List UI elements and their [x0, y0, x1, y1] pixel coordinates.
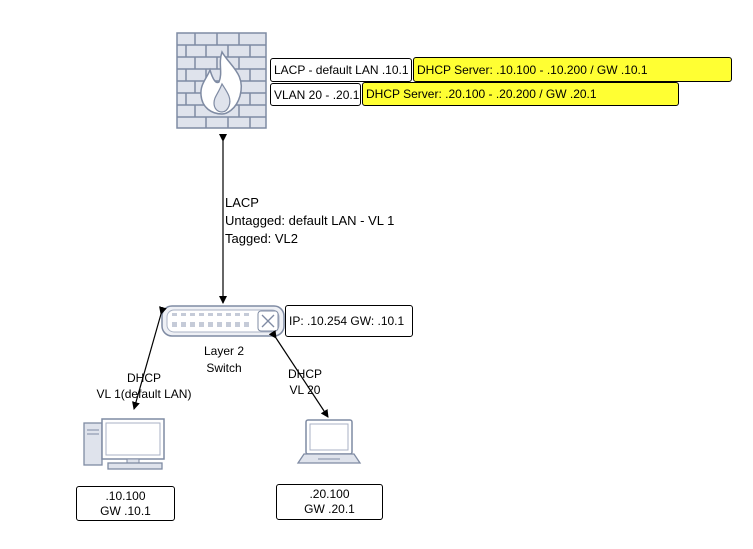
laptop-ip: .20.100 [309, 487, 350, 501]
firewall-icon[interactable] [176, 32, 267, 129]
firewall-lan-dhcp-info: DHCP Server: .10.100 - .10.200 / GW .10.… [413, 57, 732, 82]
switch-laptop-link[interactable] [268, 329, 329, 418]
desktop-ip: .10.100 [105, 488, 146, 503]
desktop-link-dhcp: DHCP [126, 371, 161, 385]
switch-desktop-link[interactable] [132, 306, 167, 410]
desktop-link-vlan: VL 1(default LAN) [96, 387, 192, 401]
laptop-link-vlan: VL 20 [289, 383, 321, 397]
switch-ip-info: IP: .10.254 GW: .10.1 [285, 305, 413, 337]
switch-label-line2: Switch [206, 361, 242, 375]
firewall-vlan-dhcp-info: DHCP Server: .20.100 - .20.200 / GW .20.… [362, 82, 679, 106]
laptop-gateway: GW .20.1 [304, 502, 355, 516]
laptop-icon[interactable] [296, 419, 362, 464]
desktop-gateway: GW .10.1 [100, 503, 151, 518]
desktop-address-box: .10.100 GW .10.1 [76, 486, 175, 521]
trunk-label-tagged: Tagged: VL2 [225, 231, 299, 246]
switch-label-line1: Layer 2 [203, 344, 245, 358]
trunk-label-untagged: Untagged: default LAN - VL 1 [225, 213, 395, 228]
laptop-link-dhcp: DHCP [287, 367, 322, 381]
firewall-vlan-info: VLAN 20 - .20.1 [270, 83, 361, 106]
trunk-label-lacp: LACP [225, 195, 259, 210]
laptop-address-box: .20.100 GW .20.1 [276, 484, 383, 520]
desktop-pc-icon[interactable] [83, 418, 165, 470]
firewall-lan-info: LACP - default LAN .10.1 [270, 58, 412, 82]
switch-icon[interactable] [161, 305, 285, 337]
